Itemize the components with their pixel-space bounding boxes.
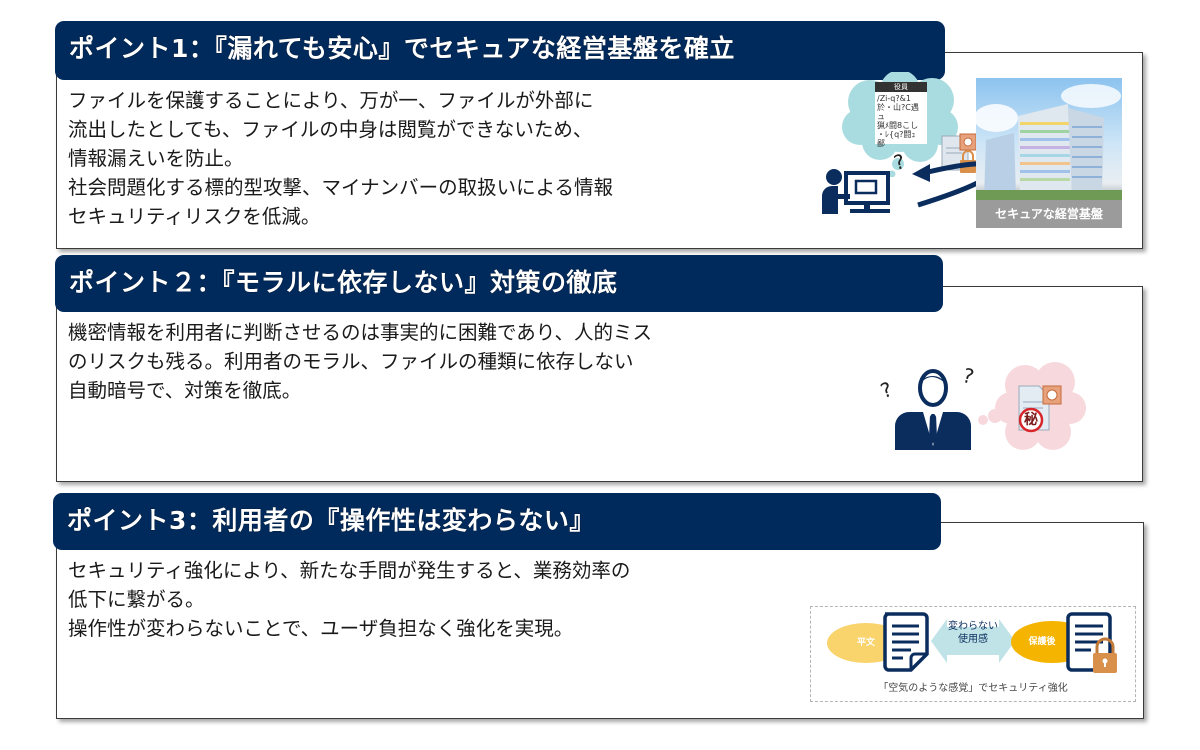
point2-line: のリスクも残る。利用者のモラル、ファイルの種類に依存しない xyxy=(68,350,634,373)
secret-stamp: 秘 xyxy=(1024,412,1038,428)
garbled-line: 鄙 xyxy=(877,139,885,148)
garbled-line: ・ﾚ{q?闘ｭ xyxy=(877,130,916,139)
point1-title: ポイント1：『漏れても安心』でセキュアな経営基盤を確立 xyxy=(55,21,945,80)
garbled-line: /Zi-q?&1 xyxy=(877,94,911,103)
point3-line: 操作性が変わらないことで、ユーザ負担なく強化を実現。 xyxy=(68,617,574,640)
point2-body: 機密情報を利用者に判断させるのは事実的に困難であり、人的ミス のリスクも残る。利… xyxy=(68,318,652,405)
photo-caption: セキュアな経営基盤 xyxy=(976,200,1122,228)
arrow-label: 変わらない 使用感 xyxy=(939,620,1007,646)
document-label: 役員 xyxy=(875,82,927,92)
user-at-computer-icon xyxy=(822,169,890,214)
arrow-label-line2: 使用感 xyxy=(958,634,988,645)
diagram-caption: 「空気のような感覚」でセキュリティ強化 xyxy=(878,683,1068,694)
point1-line: 社会問題化する標的型攻撃、マイナンバーの取扱いによる情報 xyxy=(68,176,614,199)
point1-body: ファイルを保護することにより、万が一、ファイルが外部に 流出したとしても、ファイ… xyxy=(68,86,613,231)
usability-diagram: 平文 変わらない 使用感 保護後 「空気のような感覚」でセキュリティ強化 xyxy=(810,606,1136,702)
point1-line: 情報漏えいを防止。 xyxy=(68,147,244,170)
plaintext-label: 平文 xyxy=(856,638,875,648)
point1-line: セキュリティリスクを低減。 xyxy=(68,205,321,228)
confidential-file-icon xyxy=(1018,385,1062,433)
point1-illustration: 役員 /Zi-q?&1 於・山?C遇ュ 猟ﾒ闘8こし ・ﾚ{q?闘ｭ 鄙 ? xyxy=(820,70,1140,235)
point1-line: ファイルを保護することにより、万が一、ファイルが外部に xyxy=(68,89,594,112)
protected-label: 保護後 xyxy=(1028,637,1056,647)
encrypted-document: 役員 /Zi-q?&1 於・山?C遇ュ 猟ﾒ闘8こし ・ﾚ{q?闘ｭ 鄙 xyxy=(875,82,927,148)
point3-body: セキュリティ強化により、新たな手間が発生すると、業務効率の 低下に繋がる。 操作… xyxy=(68,556,630,643)
point2-line: 自動暗号で、対策を徹底。 xyxy=(68,379,302,402)
garbled-line: 猟ﾒ闘8こし xyxy=(877,121,919,130)
protected-document-icon xyxy=(1066,612,1117,673)
double-arrow-icon xyxy=(931,619,1015,663)
plain-document-icon xyxy=(883,612,929,672)
point3-panel xyxy=(56,522,1144,719)
point3-line: 低下に繋がる。 xyxy=(68,588,205,611)
point2-title: ポイント２：『モラルに依存しない』対策の徹底 xyxy=(55,255,943,312)
point3-title: ポイント3：利用者の『操作性は変わらない』 xyxy=(53,493,941,550)
secure-building-photo: セキュアな経営基盤 xyxy=(976,78,1122,228)
point2-line: 機密情報を利用者に判断させるのは事実的に困難であり、人的ミス xyxy=(68,321,653,344)
point2-illustration: ? ? 秘 xyxy=(875,360,1090,455)
garbled-line: 於・山?C遇ュ xyxy=(877,103,919,121)
point3-line: セキュリティ強化により、新たな手間が発生すると、業務効率の xyxy=(68,559,631,582)
businessman-icon xyxy=(895,369,971,450)
arrow-label-line1: 変わらない xyxy=(948,621,998,632)
point1-line: 流出したとしても、ファイルの中身は閲覧ができないため、 xyxy=(68,118,593,141)
building-image xyxy=(976,84,1122,200)
